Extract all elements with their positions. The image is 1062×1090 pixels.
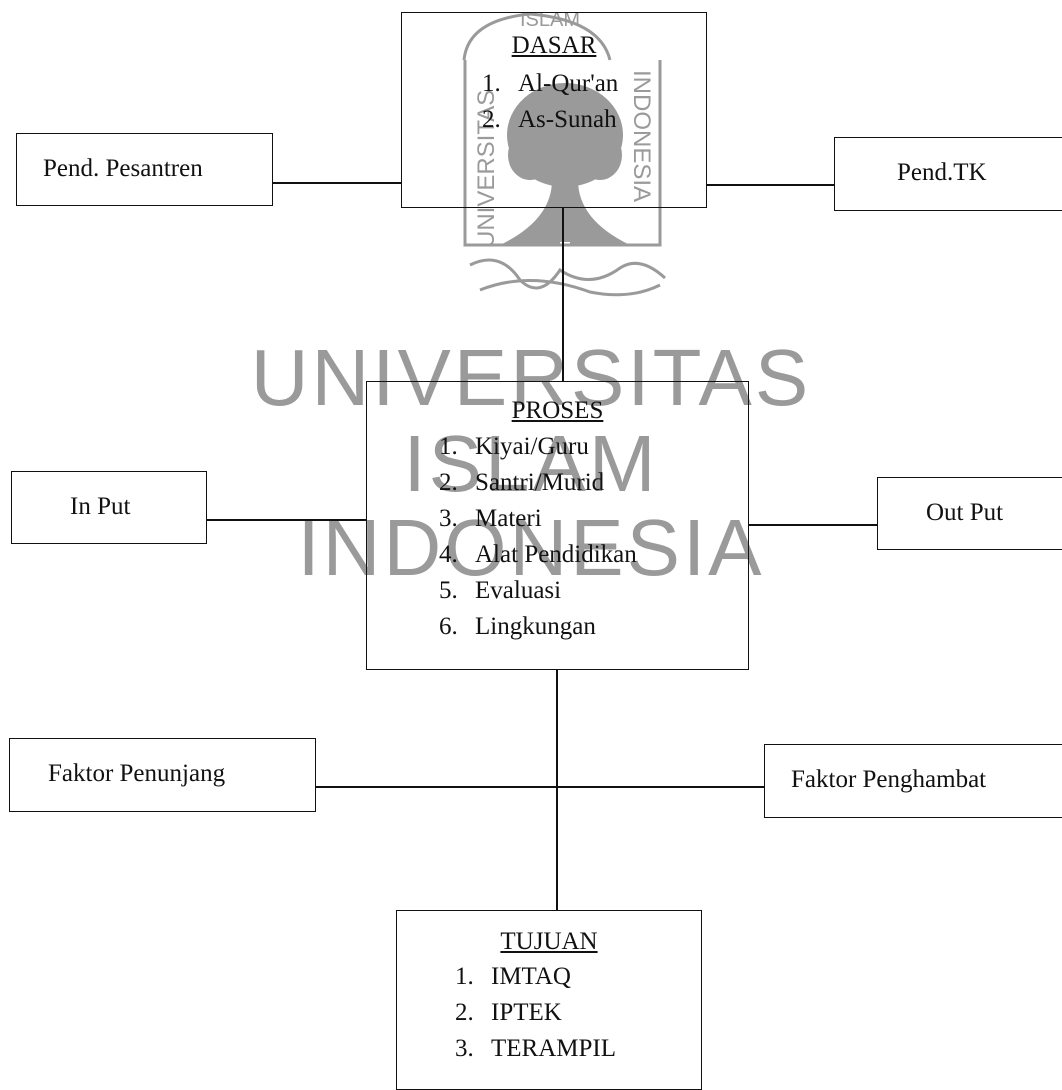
logo-ring-text-right: INDONESIA: [628, 70, 655, 202]
list-item: 3.TERAMPIL: [455, 1035, 616, 1062]
dasar-list: 1.Al-Qur'an 2.As-Sunah: [482, 71, 618, 143]
list-item: 1.Al-Qur'an: [482, 70, 619, 97]
pend-pesantren-label: Pend. Pesantren: [43, 155, 203, 182]
input-label: In Put: [70, 493, 131, 520]
list-item: 3.Materi: [439, 505, 542, 532]
pend-pesantren-box: Pend. Pesantren: [16, 133, 273, 206]
watermark-line-1: UNIVERSITAS: [250, 333, 812, 422]
output-box: Out Put: [877, 477, 1062, 550]
tujuan-title: TUJUAN: [500, 928, 598, 955]
logo-ring-text-top: ISLAM: [520, 9, 580, 31]
faktor-penghambat-label: Faktor Penghambat: [791, 766, 987, 793]
tujuan-box: TUJUAN 1.IMTAQ 2.IPTEK 3.TERAMPIL: [396, 910, 702, 1090]
connector-proses-output: [748, 524, 878, 526]
proses-list: 1.Kiyai/Guru 2.Santri/Murid 3.Materi 4.A…: [439, 434, 637, 650]
list-item: 1.Kiyai/Guru: [439, 433, 589, 460]
watermark-line-2: ISLAM: [403, 419, 659, 508]
connector-dasar-tk: [706, 184, 834, 186]
list-item: 2.As-Sunah: [482, 106, 617, 133]
connector-penunjang-penghambat: [315, 786, 765, 788]
faktor-penghambat-box: Faktor Penghambat: [764, 744, 1062, 818]
tujuan-list: 1.IMTAQ 2.IPTEK 3.TERAMPIL: [455, 964, 616, 1072]
faktor-penunjang-label: Faktor Penunjang: [48, 760, 226, 787]
connector-proses-tujuan: [556, 669, 558, 911]
list-item: 1.IMTAQ: [455, 963, 571, 990]
list-item: 5.Evaluasi: [439, 577, 562, 604]
watermark-line-3: INDONESIA: [297, 503, 765, 592]
list-item: 6.Lingkungan: [439, 613, 596, 640]
connector-input-proses: [206, 519, 366, 521]
input-box: In Put: [11, 471, 207, 544]
proses-box: PROSES 1.Kiyai/Guru 2.Santri/Murid 3.Mat…: [366, 381, 749, 670]
proses-title: PROSES: [511, 397, 604, 424]
list-item: 2.IPTEK: [455, 999, 562, 1026]
pend-tk-label: Pend.TK: [897, 159, 987, 186]
list-item: 2.Santri/Murid: [439, 469, 605, 496]
output-label: Out Put: [926, 499, 1004, 526]
dasar-title: DASAR: [511, 32, 597, 59]
list-item: 4.Alat Pendidikan: [439, 541, 637, 568]
faktor-penunjang-box: Faktor Penunjang: [9, 738, 316, 812]
connector-pesantren-dasar: [272, 182, 402, 184]
connector-dasar-proses: [562, 208, 564, 382]
logo-ring-text-left: UNIVERSITAS: [473, 90, 500, 248]
dasar-box: DASAR 1.Al-Qur'an 2.As-Sunah: [401, 12, 707, 208]
pend-tk-box: Pend.TK: [834, 137, 1062, 211]
